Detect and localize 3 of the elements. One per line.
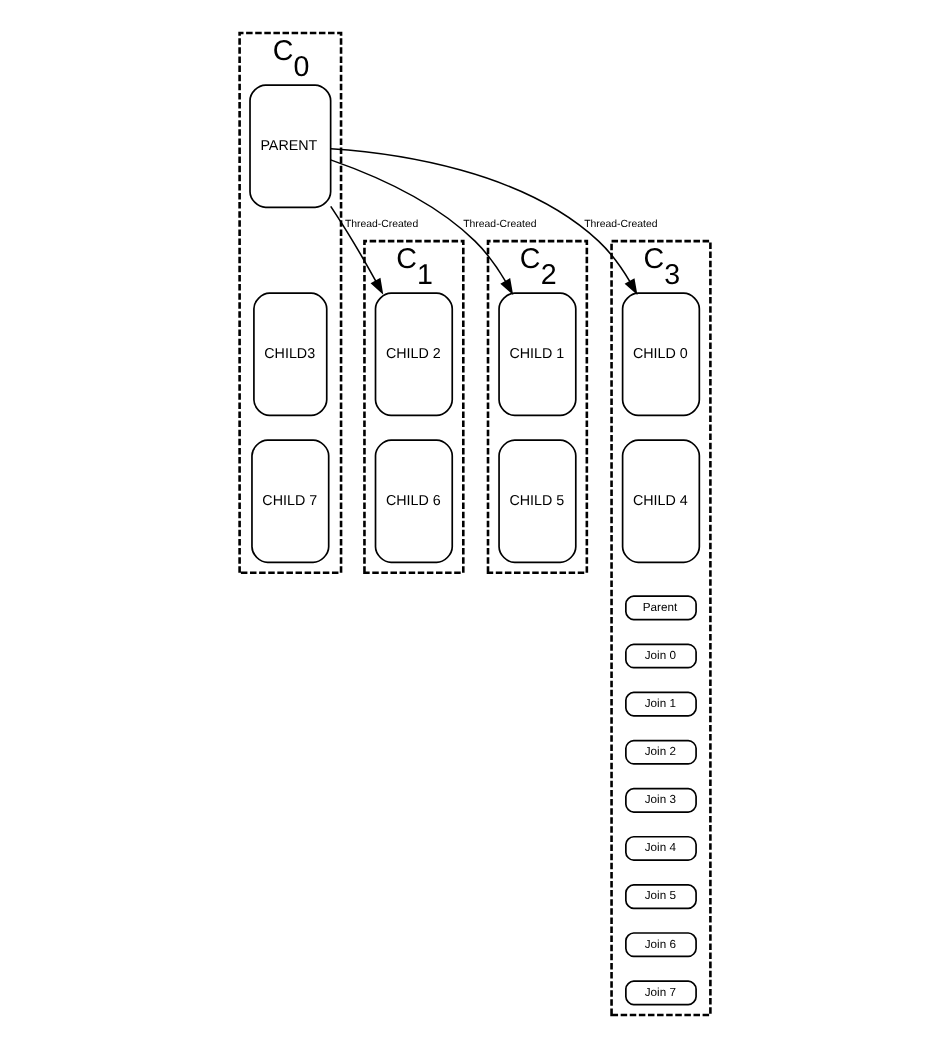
arrow [328,205,383,295]
arrow [329,148,637,296]
arrow [328,159,513,295]
